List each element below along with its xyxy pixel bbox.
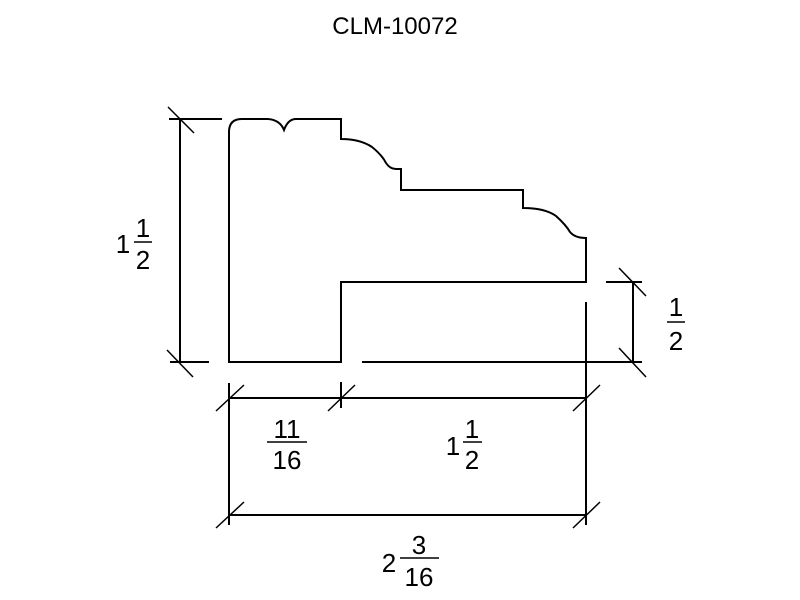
- dim-lip-denominator: 16: [273, 445, 302, 475]
- drawing-title: CLM-10072: [332, 13, 457, 40]
- dimension-overall-width: 2 3 16: [215, 501, 601, 592]
- dim-overall-numerator: 3: [412, 530, 426, 560]
- dim-depth-denominator: 2: [669, 326, 683, 356]
- dim-height-whole: 1: [116, 229, 130, 259]
- dimension-partials: 11 16 1 1 2: [215, 384, 601, 475]
- dim-width-numerator: 1: [465, 414, 479, 444]
- dim-width-whole: 1: [446, 431, 460, 461]
- dim-width-denominator: 2: [465, 445, 479, 475]
- molding-profile-outline: [228, 118, 587, 363]
- dim-height-numerator: 1: [136, 213, 150, 243]
- dim-depth-numerator: 1: [669, 292, 683, 322]
- dimension-height: 1 1 2: [116, 106, 222, 378]
- dim-overall-denominator: 16: [405, 562, 434, 592]
- dim-lip-numerator: 11: [274, 414, 301, 444]
- dimension-rabbet-depth: 1 2: [362, 267, 685, 378]
- dim-height-denominator: 2: [136, 245, 150, 275]
- dim-overall-whole: 2: [382, 548, 396, 578]
